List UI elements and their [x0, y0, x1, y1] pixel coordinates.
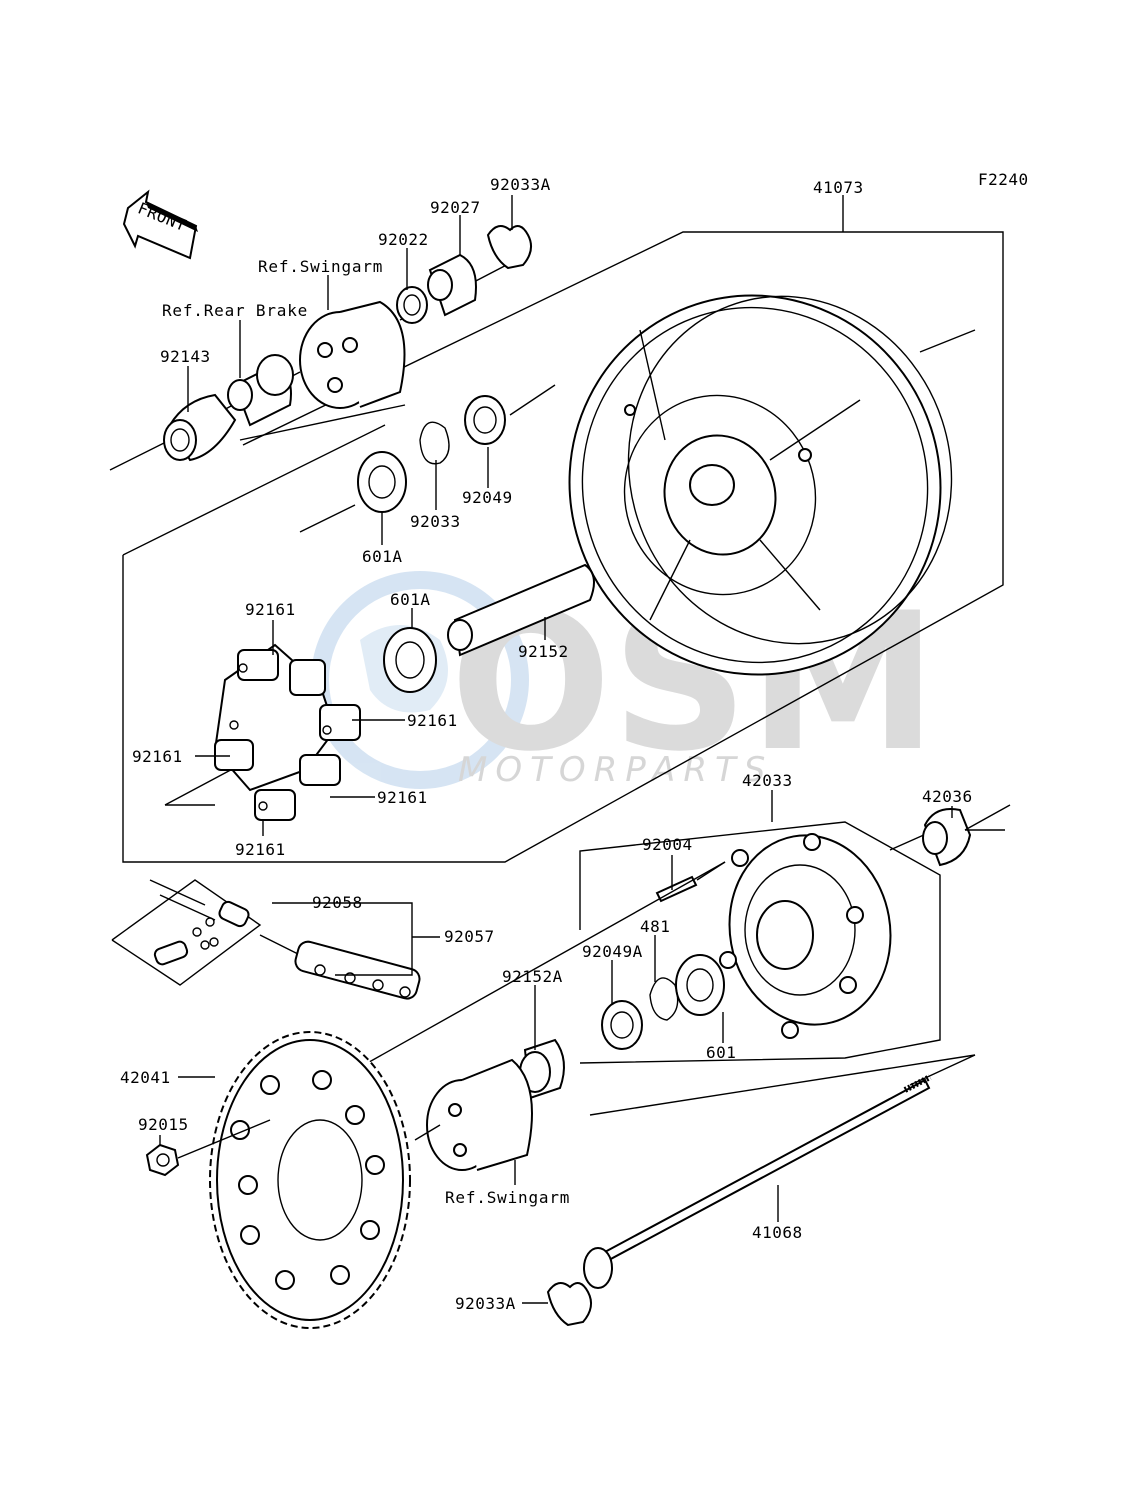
leader-lines — [159, 195, 953, 1304]
label-92152: 92152 — [518, 642, 569, 661]
label-ref-swingarm-top: Ref.Swingarm — [258, 257, 383, 276]
circlip-92033 — [419, 421, 450, 465]
label-92152A: 92152A — [502, 967, 563, 986]
label-41068: 41068 — [752, 1223, 803, 1242]
bearing-601A-mid — [383, 627, 437, 693]
front-arrow-icon: FRONT — [122, 189, 198, 260]
label-601: 601 — [706, 1043, 736, 1062]
label-601A-top: 601A — [362, 547, 403, 566]
label-92015: 92015 — [138, 1115, 189, 1134]
label-92058: 92058 — [312, 893, 363, 912]
label-92057: 92057 — [444, 927, 495, 946]
label-92161-e: 92161 — [235, 840, 286, 859]
hub-frame — [579, 821, 941, 1064]
seal-92049A — [601, 1000, 643, 1050]
washer-92022 — [396, 286, 428, 324]
label-601A-mid: 601A — [390, 590, 431, 609]
label-92022: 92022 — [378, 230, 429, 249]
label-92161-a: 92161 — [245, 600, 296, 619]
label-92161-c: 92161 — [132, 747, 183, 766]
label-92143: 92143 — [160, 347, 211, 366]
label-92049A: 92049A — [582, 942, 643, 961]
label-41073: 41073 — [813, 178, 864, 197]
seal-92049 — [464, 395, 506, 445]
coupling-swingarm-bottom — [414, 1058, 533, 1171]
part-labels: 41073 92033A 92027 92022 Ref.Swingarm Re… — [120, 175, 973, 1313]
sprocket-42041 — [209, 1031, 411, 1329]
circlip-92033A-top — [486, 225, 533, 270]
bearing-601A-top — [357, 451, 407, 513]
sleeve-92027 — [427, 253, 477, 317]
wheel-41073 — [568, 294, 953, 676]
coupling-swingarm-top — [299, 300, 406, 409]
label-ref-swingarm-bottom: Ref.Swingarm — [445, 1188, 570, 1207]
axle-41068 — [583, 1054, 976, 1289]
wheel-assembly-frame — [122, 231, 1004, 863]
label-92033: 92033 — [410, 512, 461, 531]
label-42041: 42041 — [120, 1068, 171, 1087]
dampers-92161 — [213, 643, 361, 821]
label-92004: 92004 — [642, 835, 693, 854]
label-42033: 42033 — [742, 771, 793, 790]
label-92033A-top: 92033A — [490, 175, 551, 194]
label-92161-b: 92161 — [407, 711, 458, 730]
label-92161-d: 92161 — [377, 788, 428, 807]
axis-line-hub — [354, 861, 726, 1071]
figure-code: F2240 — [978, 170, 1029, 189]
bearing-601 — [675, 954, 725, 1016]
spacer-rear-brake — [227, 354, 294, 427]
label-42036: 42036 — [922, 787, 973, 806]
label-481: 481 — [640, 917, 670, 936]
label-92033A-bottom: 92033A — [455, 1294, 516, 1313]
hub-42033 — [719, 829, 936, 1039]
collar-92143 — [163, 393, 237, 462]
label-ref-rear-brake: Ref.Rear Brake — [162, 301, 308, 320]
circlip-481 — [649, 977, 679, 1021]
chain-link-kit — [111, 879, 262, 986]
collar-42036 — [922, 804, 1011, 867]
watermark-sub: MOTORPARTS — [458, 750, 773, 790]
sleeve-92152 — [447, 563, 595, 657]
label-92027: 92027 — [430, 198, 481, 217]
label-92049: 92049 — [462, 488, 513, 507]
drive-chain-92057 — [259, 934, 421, 1000]
circlip-92033A-bottom — [546, 1282, 593, 1327]
